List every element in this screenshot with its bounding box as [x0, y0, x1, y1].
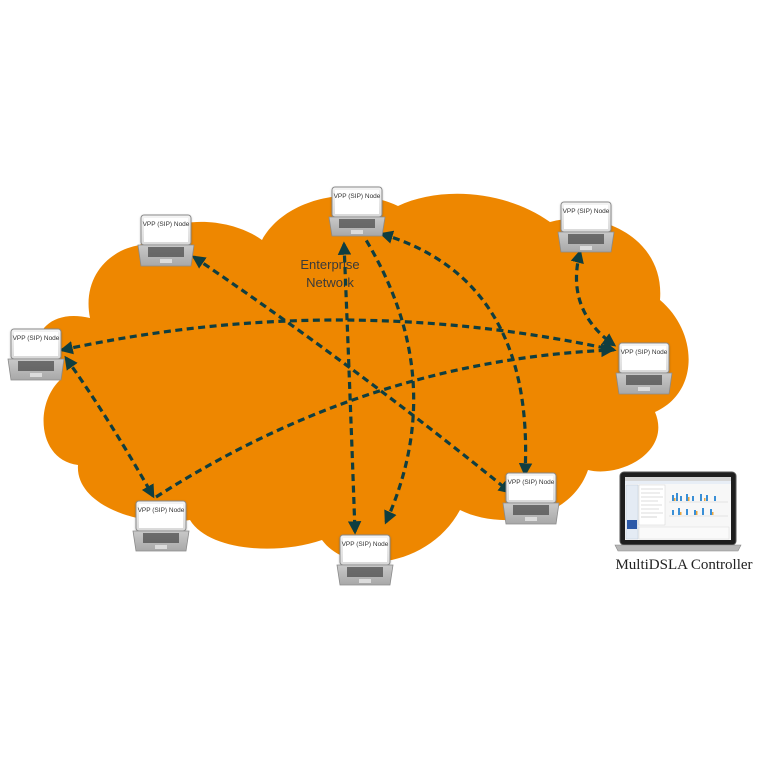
node-laptop-right[interactable]: VPP (SIP) Node: [615, 342, 673, 395]
arrow-top-to-midright-node: [379, 230, 533, 477]
controller-label: MultiDSLA Controller: [615, 557, 752, 573]
node-label: VPP (SIP) Node: [13, 335, 60, 342]
node-laptop-topcenter[interactable]: VPP (SIP) Node: [328, 186, 386, 237]
arrow-top-to-bottom-node: [337, 241, 362, 535]
arrow-topright-to-right-node: [570, 249, 617, 347]
multidsla-controller-laptop[interactable]: [614, 471, 742, 552]
node-laptop-bottomleft[interactable]: VPP (SIP) Node: [132, 500, 190, 552]
arrow-bottomleft-to-right-node: [155, 343, 615, 499]
node-label: VPP (SIP) Node: [143, 221, 190, 228]
connection-arrows: [59, 230, 617, 535]
node-label: VPP (SIP) Node: [334, 193, 381, 200]
node-laptop-left[interactable]: VPP (SIP) Node: [7, 328, 65, 381]
cloud-title-line1: Enterprise: [300, 257, 359, 272]
node-label: VPP (SIP) Node: [138, 507, 185, 514]
node-label: VPP (SIP) Node: [508, 479, 555, 486]
node-label: VPP (SIP) Node: [342, 541, 389, 548]
node-laptop-midright[interactable]: VPP (SIP) Node: [502, 472, 560, 525]
node-laptop-bottom[interactable]: VPP (SIP) Node: [336, 534, 394, 586]
arrow-left-to-bottom-left-node: [64, 355, 155, 499]
node-laptop-topright[interactable]: VPP (SIP) Node: [557, 201, 615, 253]
node-laptop-topleft[interactable]: VPP (SIP) Node: [137, 214, 195, 267]
node-label: VPP (SIP) Node: [621, 349, 668, 356]
arrow-bottom-to-top-curve: [364, 239, 416, 525]
node-label: VPP (SIP) Node: [563, 208, 610, 215]
